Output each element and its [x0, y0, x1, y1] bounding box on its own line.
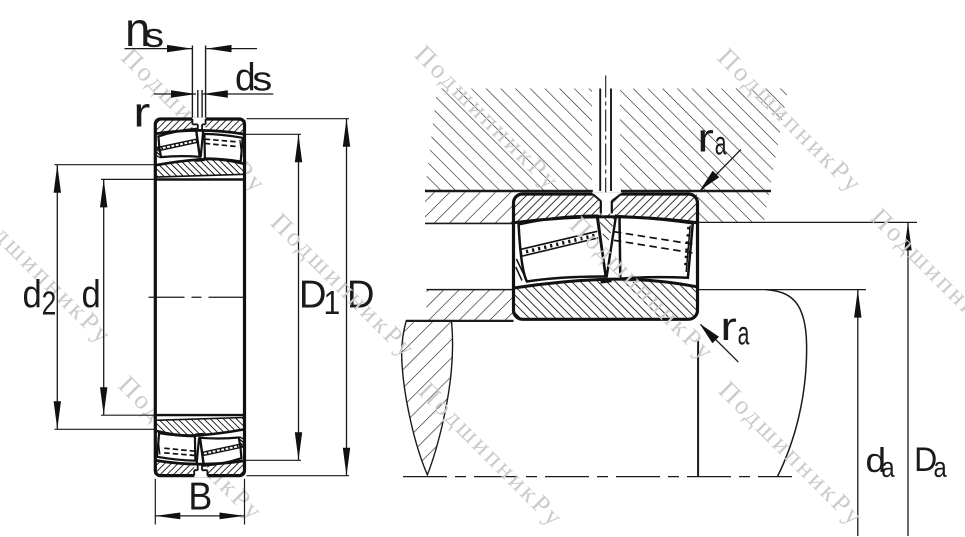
svg-text:a: a	[715, 125, 727, 162]
svg-text:2: 2	[42, 286, 57, 322]
svg-text:r: r	[133, 89, 150, 136]
svg-text:1: 1	[324, 284, 341, 322]
svg-text:r: r	[697, 115, 714, 160]
svg-text:r: r	[720, 304, 737, 349]
svg-text:B: B	[188, 474, 212, 517]
svg-text:n: n	[125, 3, 150, 57]
svg-text:d: d	[235, 57, 256, 100]
svg-text:D: D	[914, 441, 937, 479]
svg-text:s: s	[144, 16, 164, 54]
svg-text:D: D	[347, 273, 375, 316]
svg-text:a: a	[738, 315, 750, 352]
svg-text:D: D	[299, 273, 327, 316]
svg-text:a: a	[881, 451, 894, 484]
svg-text:d: d	[23, 273, 42, 316]
svg-text:d: d	[866, 441, 887, 479]
svg-text:s: s	[252, 59, 272, 97]
svg-text:d: d	[82, 273, 101, 316]
svg-text:a: a	[934, 451, 947, 484]
